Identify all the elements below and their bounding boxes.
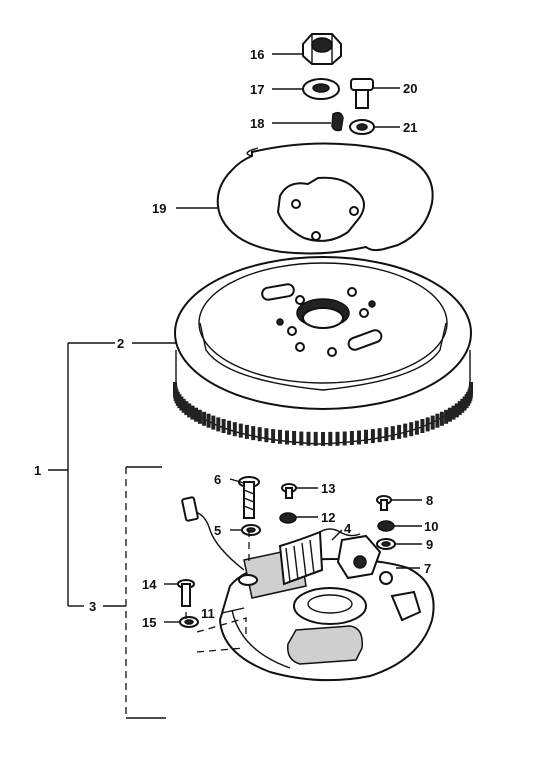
part-21-washer [349, 119, 375, 135]
gear-tooth [335, 431, 340, 446]
gear-tooth [257, 427, 262, 442]
gear-tooth [184, 401, 189, 416]
gear-tooth [403, 423, 408, 438]
gear-tooth [181, 398, 186, 413]
gear-tooth [447, 407, 452, 422]
gear-tooth [457, 401, 462, 416]
gear-tooth [409, 422, 414, 437]
callout-19: 19 [152, 201, 166, 216]
gear-tooth [285, 430, 289, 445]
gear-tooth [397, 424, 402, 439]
part-14-screw [177, 579, 195, 607]
bracket-lines [48, 53, 422, 719]
part-18-key [331, 111, 344, 132]
callout-5: 5 [214, 523, 221, 538]
gear-tooth [292, 431, 297, 445]
gear-tooth [206, 413, 211, 428]
gear-tooth [190, 405, 195, 420]
gear-tooth [460, 398, 465, 413]
callout-10: 10 [424, 519, 438, 534]
callout-12: 12 [321, 510, 335, 525]
callout-3: 3 [89, 599, 96, 614]
callout-2: 2 [117, 336, 124, 351]
gear-tooth [211, 415, 216, 430]
gear-tooth [364, 429, 368, 444]
callout-16: 16 [250, 47, 264, 62]
gear-tooth [202, 411, 207, 426]
callout-13: 13 [321, 481, 335, 496]
part-9-washer [376, 538, 396, 550]
gear-tooth [444, 409, 449, 424]
part-6-screw [238, 476, 260, 519]
gear-tooth [439, 411, 444, 426]
callout-15: 15 [142, 615, 156, 630]
gear-tooth [425, 417, 430, 432]
gear-tooth [244, 424, 249, 439]
gear-tooth [271, 429, 276, 444]
callout-17: 17 [250, 82, 264, 97]
gear-tooth [299, 431, 304, 446]
callout-11: 11 [201, 606, 215, 621]
part-17-washer [302, 78, 340, 100]
gear-tooth [435, 413, 440, 428]
callout-4: 4 [344, 521, 352, 536]
gear-tooth [370, 429, 375, 444]
part-12-washer [279, 512, 297, 524]
callout-6: 6 [214, 472, 221, 487]
gear-tooth [194, 407, 199, 422]
flywheel-teeth [173, 382, 473, 446]
part-8-screw [376, 495, 392, 511]
gear-tooth [377, 428, 382, 443]
gear-tooth [278, 429, 282, 444]
gear-tooth [342, 431, 347, 446]
callout-1: 1 [34, 463, 41, 478]
gear-tooth [238, 423, 243, 438]
callout-14: 14 [142, 577, 157, 592]
part-2-flywheel [173, 256, 473, 446]
part-15-washer [179, 616, 199, 628]
gear-tooth [264, 428, 269, 443]
gear-tooth [328, 431, 333, 446]
callout-labels: 1 2 3 4 5 6 7 8 9 10 11 12 13 14 15 16 1… [34, 47, 438, 630]
gear-tooth [187, 403, 192, 418]
gear-tooth [430, 415, 435, 430]
part-16-nut [302, 33, 342, 65]
part-13-screw [281, 483, 297, 499]
gear-tooth [179, 396, 184, 411]
gear-tooth [390, 426, 395, 441]
gear-tooth [232, 422, 237, 437]
gear-tooth [197, 409, 202, 424]
part-3-stator-base [181, 496, 435, 682]
gear-tooth [321, 432, 325, 446]
gear-tooth [451, 405, 456, 420]
callout-8: 8 [426, 493, 433, 508]
gear-tooth [313, 431, 318, 446]
gear-tooth [349, 431, 354, 445]
gear-tooth [469, 382, 473, 396]
gear-tooth [221, 419, 226, 433]
gear-tooth [216, 417, 221, 432]
callout-21: 21 [403, 120, 417, 135]
part-19-plate [216, 142, 434, 255]
gear-tooth [251, 426, 256, 441]
gear-tooth [227, 420, 232, 435]
part-20-bolt [350, 78, 374, 109]
gear-tooth [420, 419, 425, 433]
gear-tooth [306, 431, 311, 446]
callout-20: 20 [403, 81, 417, 96]
gear-tooth [454, 403, 459, 418]
callout-18: 18 [250, 116, 264, 131]
gear-tooth [414, 420, 419, 435]
part-10-washer [377, 520, 395, 532]
callout-7: 7 [424, 561, 431, 576]
callout-9: 9 [426, 537, 433, 552]
part-5-washer [241, 524, 261, 536]
gear-tooth [384, 427, 389, 442]
gear-tooth [357, 430, 361, 445]
